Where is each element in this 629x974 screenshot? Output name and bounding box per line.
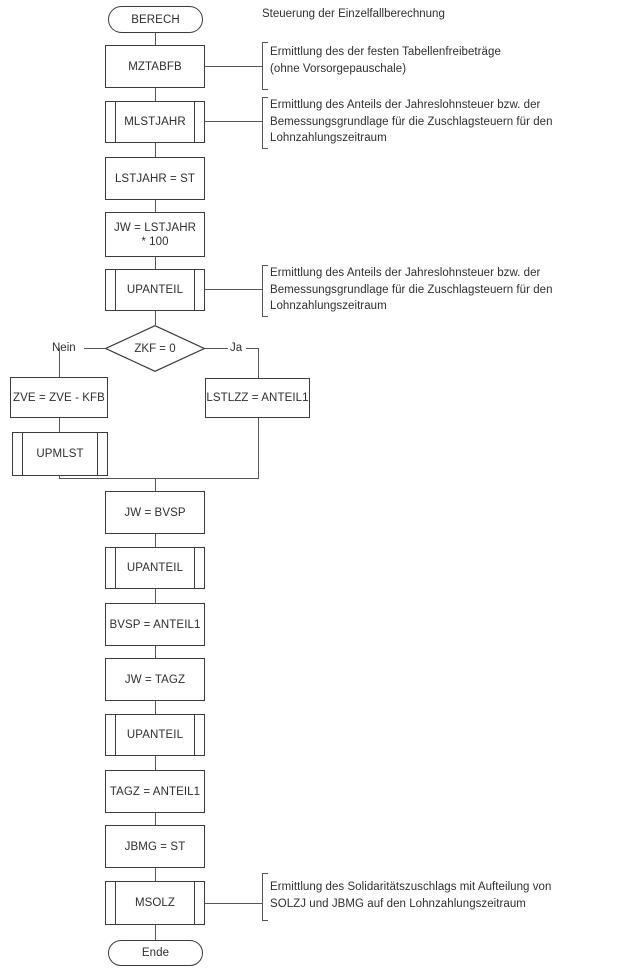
annotation-leader-msolz xyxy=(205,903,262,904)
node-decision-zkf[interactable]: ZKF = 0 xyxy=(105,325,205,372)
connector-jw-tagz-to-upanteil3 xyxy=(155,701,156,714)
connector-decision-yes-horizontal xyxy=(205,348,228,349)
diagram-title-note: Steuerung der Einzelfallberechnung xyxy=(262,8,445,20)
node-upanteil-2[interactable]: UPANTEIL xyxy=(105,547,205,589)
annotation-text-mztabfb: Ermittlung des der festen Tabellenfreibe… xyxy=(270,46,501,75)
connector-zve-to-upmlst xyxy=(59,418,60,432)
connector-jw-bvsp-to-upanteil2 xyxy=(155,534,156,547)
node-tagz-anteil1[interactable]: TAGZ = ANTEIL1 xyxy=(105,770,205,813)
annotation-bracket-msolz xyxy=(262,873,268,921)
connector-tagz-to-jbmg xyxy=(155,813,156,825)
connector-decision-yes-horizontal-2 xyxy=(246,348,258,349)
node-zve-kfb[interactable]: ZVE = ZVE - KFB xyxy=(10,377,108,418)
annotation-leader-mlstjahr xyxy=(205,121,262,122)
node-jw-lstjahr[interactable]: JW = LSTJAHR * 100 xyxy=(105,212,205,257)
decision-label: ZKF = 0 xyxy=(134,342,176,355)
node-jbmg-st[interactable]: JBMG = ST xyxy=(105,825,205,868)
node-upanteil-3[interactable]: UPANTEIL xyxy=(105,714,205,756)
node-jw-bvsp[interactable]: JW = BVSP xyxy=(105,491,205,534)
diamond-shape-icon xyxy=(105,325,205,372)
connector-bvsp-to-jw-tagz xyxy=(155,646,156,658)
node-jw-tagz[interactable]: JW = TAGZ xyxy=(105,658,205,701)
connector-start-to-mztabfb xyxy=(155,33,156,45)
node-end-ende[interactable]: Ende xyxy=(108,940,203,966)
connector-decision-no-horizontal xyxy=(84,348,105,349)
connector-mlstjahr-to-lstjahr xyxy=(155,143,156,157)
connector-decision-no-vertical xyxy=(59,348,60,377)
node-lstlzz-anteil1[interactable]: LSTLZZ = ANTEIL1 xyxy=(205,378,310,418)
node-bvsp-anteil1[interactable]: BVSP = ANTEIL1 xyxy=(105,603,205,646)
connector-mztabfb-to-mlstjahr xyxy=(155,88,156,101)
connector-upanteil2-to-bvsp-anteil1 xyxy=(155,589,156,603)
connector-upanteil3-to-tagz-anteil1 xyxy=(155,756,156,770)
annotation-text-upanteil: Ermittlung des Anteils der Jahreslohnste… xyxy=(270,267,553,312)
connector-merge-horizontal xyxy=(59,478,259,479)
branch-label-nein: Nein xyxy=(52,342,76,354)
annotation-text-msolz: Ermittlung des Solidaritätszuschlags mit… xyxy=(270,881,552,910)
connector-merge-to-jw-bvsp xyxy=(155,478,156,491)
annotation-text-mlstjahr: Ermittlung des Anteils der Jahreslohnste… xyxy=(270,99,553,144)
branch-label-ja: Ja xyxy=(230,342,243,354)
node-mlstjahr[interactable]: MLSTJAHR xyxy=(105,101,205,143)
connector-upmlst-down xyxy=(59,476,60,479)
node-lstjahr-st[interactable]: LSTJAHR = ST xyxy=(105,157,205,200)
connector-lstlzz-down xyxy=(258,418,259,479)
connector-decision-yes-vertical xyxy=(258,348,259,378)
connector-jw-lstjahr-to-upanteil1 xyxy=(155,257,156,269)
annotation-bracket-mztabfb xyxy=(262,42,268,90)
connector-jbmg-to-msolz xyxy=(155,868,156,881)
connector-lstjahr-to-jw-lstjahr xyxy=(155,200,156,212)
node-upmlst[interactable]: UPMLST xyxy=(12,432,108,476)
connector-upanteil1-to-decision xyxy=(155,311,156,325)
node-start-berech[interactable]: BERECH xyxy=(108,6,203,33)
node-upanteil-1[interactable]: UPANTEIL xyxy=(105,269,205,311)
node-mztabfb[interactable]: MZTABFB xyxy=(105,45,205,88)
annotation-leader-mztabfb xyxy=(205,66,262,67)
connector-msolz-to-end xyxy=(155,925,156,940)
node-msolz[interactable]: MSOLZ xyxy=(105,881,205,925)
annotation-leader-upanteil xyxy=(205,289,262,290)
annotation-bracket-mlstjahr xyxy=(262,97,268,149)
annotation-bracket-upanteil xyxy=(262,265,268,317)
